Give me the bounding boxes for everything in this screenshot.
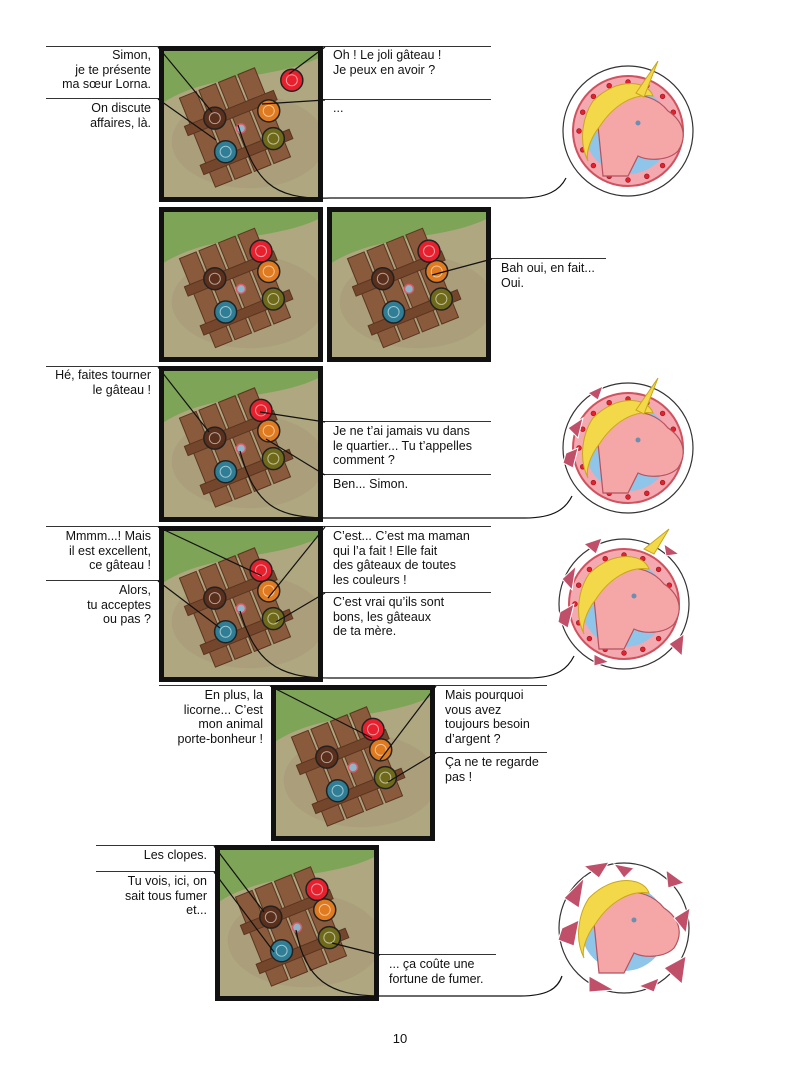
unicorn-porthole-icon [562, 60, 694, 197]
page-number: 10 [392, 1031, 408, 1046]
panel-3 [327, 207, 491, 362]
caption-rule [46, 98, 159, 99]
table-scene-illustration [276, 690, 430, 836]
caption-text: Bah oui, en fait... Oui. [501, 261, 595, 290]
caption-text: Alors, tu acceptes ou pas ? [87, 583, 151, 626]
caption-rule [46, 526, 159, 527]
caption-text: Ben... Simon. [333, 477, 409, 491]
caption-rule [159, 685, 271, 686]
panel-2 [159, 207, 323, 362]
caption-rule [46, 46, 159, 47]
caption-rule [323, 99, 491, 100]
caption-rule [96, 845, 215, 846]
caption-rule [323, 592, 491, 593]
panel-4 [159, 366, 323, 522]
caption-rule [435, 752, 547, 753]
caption-text: Je ne t’ai jamais vu dans le quartier...… [333, 424, 472, 467]
caption-rule [96, 871, 215, 872]
panel-1 [159, 46, 323, 202]
caption-text: Mmmm...! Mais il est excellent, ce gâtea… [65, 529, 151, 572]
caption-rule [379, 954, 496, 955]
caption-text: Tu vois, ici, on sait tous fumer et... [125, 874, 207, 917]
panel-7 [215, 845, 379, 1001]
panel-5 [159, 526, 323, 682]
caption-text: Hé, faites tourner le gâteau ! [55, 368, 151, 397]
unicorn-porthole-broken-icon [557, 861, 691, 994]
caption-rule [323, 421, 491, 422]
unicorn-porthole-shattering-icon [557, 528, 690, 670]
caption-text: Mais pourquoi vous avez toujours besoin … [445, 688, 530, 746]
caption-rule [323, 474, 491, 475]
caption-text: ... ça coûte une fortune de fumer. [389, 957, 484, 986]
caption-text: ... [333, 101, 344, 115]
caption-rule [491, 258, 606, 259]
table-scene-illustration [332, 212, 486, 357]
caption-text: En plus, la licorne... C’est mon animal … [177, 688, 263, 746]
caption-text: Simon, je te présente ma sœur Lorna. [62, 48, 151, 91]
caption-rule [323, 46, 491, 47]
caption-text: Ça ne te regarde pas ! [445, 755, 539, 784]
caption-text: C’est vrai qu’ils sont bons, les gâteaux… [333, 595, 445, 638]
table-scene-illustration [164, 51, 318, 197]
caption-rule [323, 526, 491, 527]
table-scene-illustration [164, 531, 318, 677]
caption-rule [46, 366, 159, 367]
unicorn-porthole-cracking-icon [562, 377, 694, 514]
caption-text: Les clopes. [143, 848, 207, 862]
caption-rule [435, 685, 547, 686]
caption-text: On discute affaires, là. [90, 101, 151, 130]
table-scene-illustration [164, 212, 318, 357]
caption-text: C’est... C’est ma maman qui l’a fait ! E… [333, 529, 470, 587]
table-scene-illustration [164, 371, 318, 517]
table-scene-illustration [220, 850, 374, 996]
caption-text: Oh ! Le joli gâteau ! Je peux en avoir ? [333, 48, 442, 77]
panel-6 [271, 685, 435, 841]
caption-rule [46, 580, 159, 581]
